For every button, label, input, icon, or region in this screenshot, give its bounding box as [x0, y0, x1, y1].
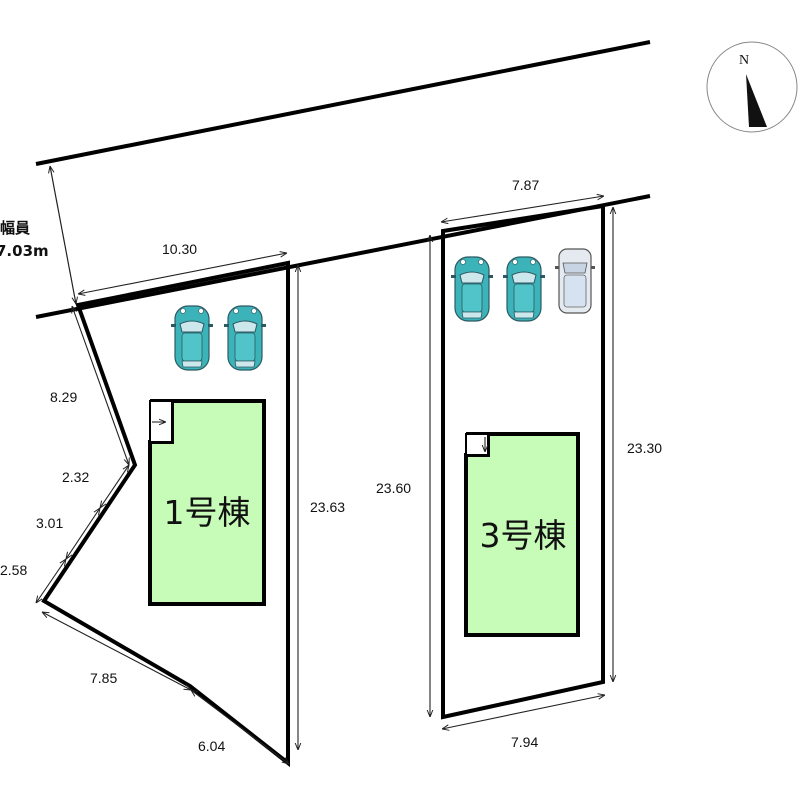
car-icon — [554, 248, 596, 314]
lot-3-left-dimension: 23.60 — [376, 480, 411, 496]
compass-north-icon: N — [706, 41, 798, 133]
lot-1-rear-dimension-line-2 — [191, 690, 289, 764]
building-1-label: 1号棟 — [164, 493, 251, 532]
lot-1-left-dimension-line-1 — [72, 306, 129, 465]
lot-3-front-dimension: 7.87 — [512, 177, 539, 193]
building-3-label: 3号棟 — [480, 516, 567, 555]
lot-1-rear-dimension-1: 7.85 — [90, 670, 117, 686]
lot-1-left-dimension-1: 8.29 — [50, 389, 77, 405]
car-icon — [450, 256, 494, 322]
road-width-value: 7.03m — [0, 242, 49, 260]
lot-1-rear-dimension-line-1 — [42, 612, 191, 690]
building-1: 1号棟 — [148, 399, 266, 606]
road-width-label: 幅員 — [0, 219, 30, 237]
building-3: 3号棟 — [464, 432, 580, 637]
lot-3-rear-dimension: 7.94 — [511, 734, 538, 750]
lot-1-left-dimension-line-2 — [100, 465, 129, 508]
lot-3-front-dimension-line — [441, 196, 604, 222]
lot-1-front-dimension: 10.30 — [162, 241, 197, 257]
lot-1-left-dimension-line-4 — [36, 559, 66, 603]
car-icon — [502, 256, 546, 322]
lot-1-right-dimension: 23.63 — [310, 499, 345, 515]
north-label: N — [739, 53, 749, 68]
lot-3-rear-dimension-line — [442, 695, 605, 729]
lot-1-left-dimension-line-3 — [66, 508, 100, 559]
car-icon — [223, 305, 267, 371]
road-edge-north — [35, 40, 651, 166]
lot-1-front-dimension-line — [78, 253, 287, 294]
lot-1-left-dimension-2: 2.32 — [62, 469, 89, 485]
lot-3-right-dimension: 23.30 — [627, 440, 662, 456]
car-icon — [170, 305, 214, 371]
lot-1-left-dimension-4: 2.58 — [0, 562, 27, 578]
lot-1-left-dimension-3: 3.01 — [36, 515, 63, 531]
lot-1-rear-dimension-2: 6.04 — [198, 738, 225, 754]
road-width-dimension-line — [50, 166, 76, 304]
